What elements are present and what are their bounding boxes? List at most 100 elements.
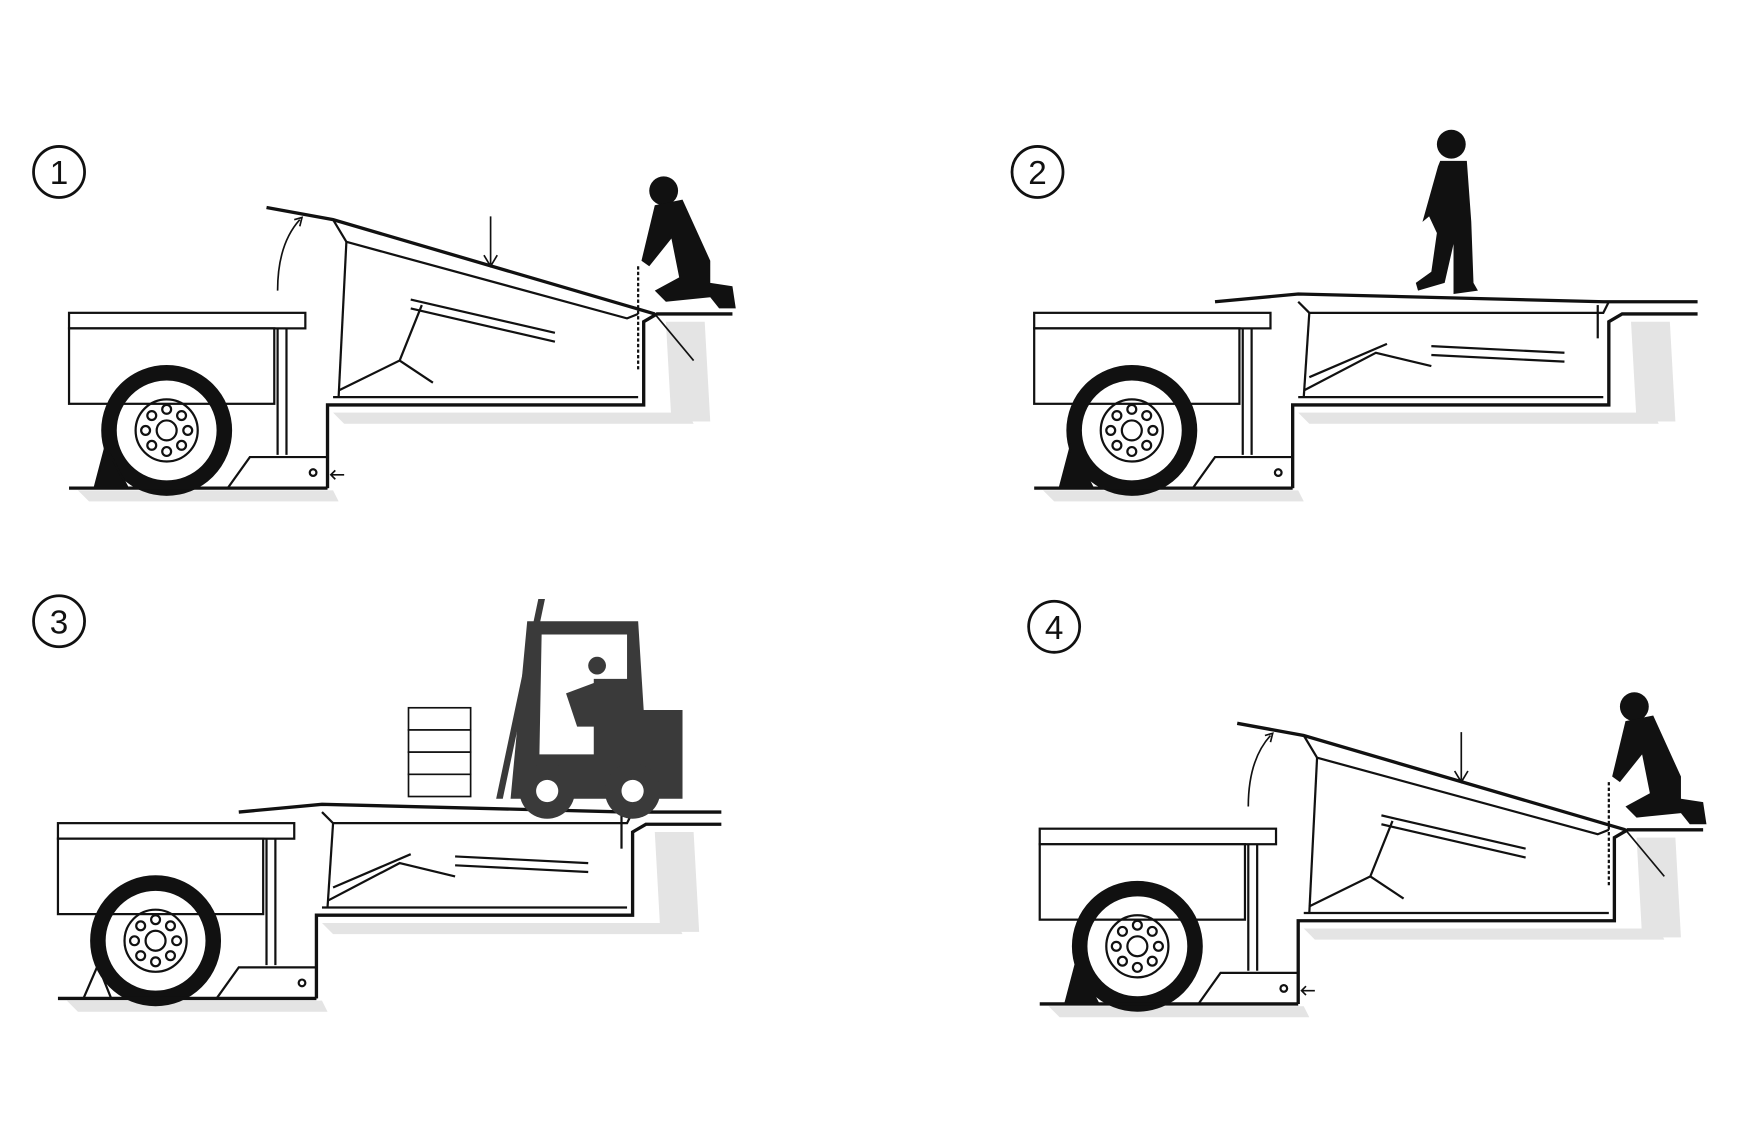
wheel-center <box>1120 419 1143 442</box>
step-2-panel: 2 <box>1010 129 1698 502</box>
wheel-center <box>155 419 178 442</box>
wheel-hub <box>123 908 188 973</box>
driver-body <box>566 678 605 727</box>
wheel-lug <box>1152 940 1164 952</box>
leveler-deck <box>266 205 656 316</box>
wheel-lug <box>150 956 162 968</box>
wheel-lug <box>1105 424 1117 436</box>
step-number: 3 <box>50 604 69 641</box>
wheel-lug <box>1141 409 1153 422</box>
step-number-badge: 2 <box>1010 145 1065 199</box>
wheel-chock <box>82 962 113 999</box>
wheel-lug <box>1131 919 1143 931</box>
spring <box>1431 345 1565 363</box>
hydraulic-arm <box>1303 342 1432 392</box>
wheel-lug <box>161 445 173 458</box>
wheel-lug <box>146 439 158 451</box>
dock-bumper <box>215 966 318 1000</box>
forklift-icon <box>496 599 683 819</box>
truck-body <box>67 327 276 405</box>
leveler-deck <box>238 802 722 814</box>
leveler-deck-underside <box>321 811 634 825</box>
truck-bed-top <box>56 822 296 840</box>
bolt <box>1273 468 1283 478</box>
dock-bumper <box>226 455 329 489</box>
hydraulic-arm <box>338 304 434 392</box>
bolt <box>1279 984 1289 993</box>
cargo-box <box>407 751 472 776</box>
kneeling-person-icon <box>1612 692 1707 825</box>
cargo-box <box>407 773 472 798</box>
hydraulic-arm <box>1308 820 1405 908</box>
head <box>649 176 679 206</box>
deck-lower-arrow <box>483 216 498 268</box>
walking-person-icon <box>1415 129 1478 294</box>
step-number: 2 <box>1028 155 1047 192</box>
wheel-hub <box>1105 914 1170 979</box>
wheel-lug <box>164 950 177 962</box>
wheel-lug <box>1146 925 1158 937</box>
body <box>1415 160 1478 294</box>
hydraulic-arm <box>327 853 456 902</box>
wheel-lug <box>1146 955 1158 967</box>
lip-support <box>1308 757 1319 914</box>
bolt <box>308 468 318 478</box>
wheel-lug <box>176 439 188 451</box>
wheel-lug <box>171 935 183 947</box>
wheel-center <box>144 929 167 952</box>
hub <box>536 779 559 803</box>
spring <box>1381 814 1526 859</box>
leveler-deck-underside <box>1302 734 1610 836</box>
wheel-lug <box>1116 925 1128 937</box>
step-1-panel: 1 <box>32 145 736 502</box>
hub <box>621 779 644 803</box>
wheel-lug <box>1111 439 1123 451</box>
leveler-deck <box>1214 292 1698 304</box>
spring <box>410 298 556 343</box>
lip-support <box>326 823 335 908</box>
body <box>1612 715 1707 825</box>
wheel-lug <box>1126 403 1138 415</box>
dock-pit <box>314 822 722 999</box>
wheel-lug <box>161 403 173 415</box>
leveler-deck <box>1236 721 1626 832</box>
step-number-circle <box>1010 145 1065 199</box>
pull-line <box>1624 829 1665 877</box>
arrowhead <box>1264 732 1274 743</box>
wheel-lug <box>135 950 147 962</box>
wheel-lug <box>1110 940 1122 952</box>
lip-support <box>1302 312 1311 398</box>
wheel-lug <box>1141 439 1153 451</box>
step-number-circle <box>32 594 86 649</box>
leveler-deck-underside <box>332 219 639 320</box>
wheel-hub <box>134 398 199 463</box>
driver-head <box>588 656 606 675</box>
head <box>1619 692 1649 722</box>
kneeling-person-icon <box>641 176 736 309</box>
wheel-center <box>1126 935 1149 958</box>
step-4-panel: 4 <box>1027 599 1707 1018</box>
wheel-lug <box>176 409 188 422</box>
leveler-deck-underside <box>1297 300 1610 314</box>
bumper-arrow <box>329 469 345 480</box>
step-number-badge: 4 <box>1027 599 1082 654</box>
step-number: 4 <box>1045 610 1064 647</box>
wheel-hub <box>1099 398 1164 463</box>
body <box>641 199 736 309</box>
step-3-panel: 3 <box>32 594 722 1012</box>
wheel-lug <box>140 424 152 436</box>
wheel-lug <box>1111 409 1123 422</box>
cargo-box <box>407 706 472 731</box>
cargo-boxes <box>407 706 472 798</box>
step-number-circle <box>1027 599 1082 654</box>
deck-lower-arrow <box>1453 732 1469 784</box>
bumper-arrow <box>1300 985 1315 996</box>
step-number: 1 <box>50 155 69 192</box>
cargo-box <box>407 729 472 753</box>
lip-raise-arrow <box>1247 734 1272 807</box>
wheel-lug <box>128 935 141 947</box>
truck-bed-top <box>1038 827 1278 846</box>
truck-bed-top <box>1033 311 1272 330</box>
arrowhead <box>294 216 304 227</box>
wheel-lug <box>1131 961 1143 973</box>
